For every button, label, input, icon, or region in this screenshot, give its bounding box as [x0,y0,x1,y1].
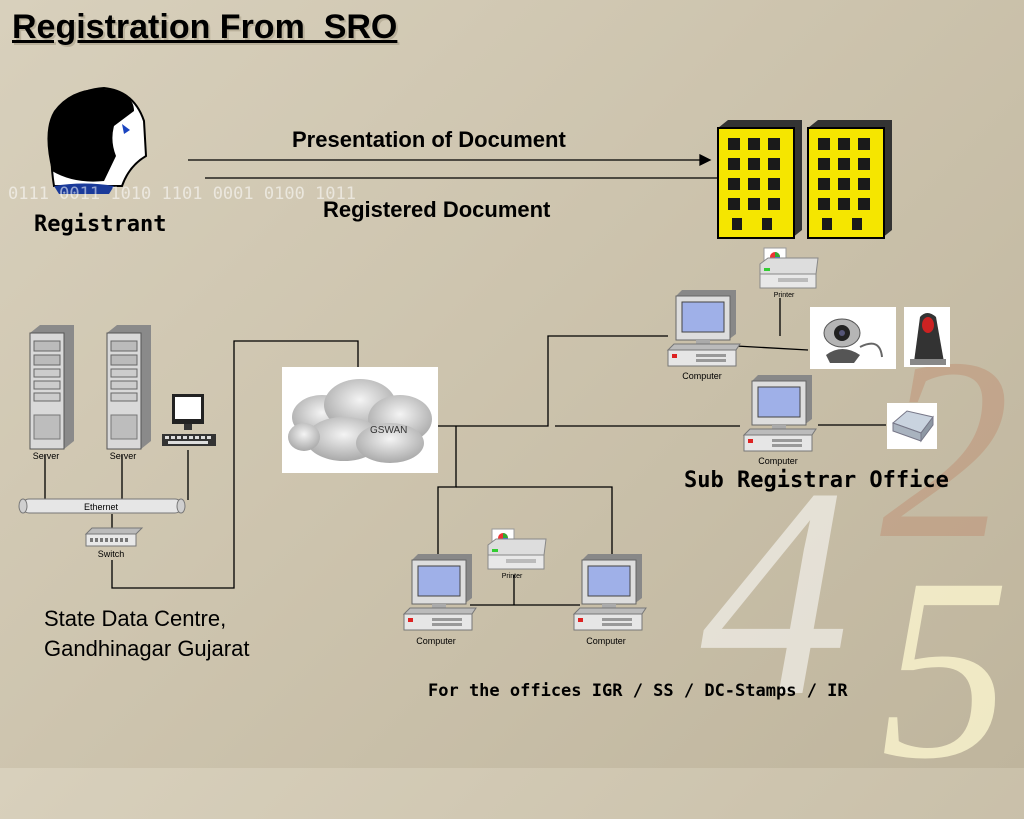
printer-icon [487,528,547,570]
computer-icon [742,375,817,452]
cloud-label: GSWAN [370,425,407,436]
sdc-line-1: State Data Centre, [44,606,227,631]
gswan-cloud-box: GSWAN [282,367,438,473]
computer-label-branch-2: Computer [586,636,626,646]
registered-label: Registered Document [323,197,551,222]
fingerprint-scanner-icon [910,313,946,365]
ethernet-bar [18,498,186,514]
ethernet-label: Ethernet [83,502,119,512]
computer-label-branch-1: Computer [416,636,456,646]
switch-cloud-line [111,340,359,589]
registrant-label: Registrant [34,212,167,237]
arrow-presentation-head [699,153,712,167]
webcam-icon [823,318,883,363]
scanner-icon [892,410,934,443]
building-icon [717,120,892,239]
offices-footnote: For the offices IGR / SS / DC-Stamps / I… [428,681,848,701]
fingerprint-box [904,307,950,367]
server-label-2: Server [109,451,137,461]
scanner-box [887,403,937,449]
printer-label-branch: Printer [501,573,523,580]
connection-lines [44,153,886,606]
printer-icon [759,247,819,289]
server-icon [29,325,74,450]
server-label-1: Server [32,451,60,461]
cloud-icon: GSWAN [288,379,432,463]
sdc-line-2: Gandhinagar Gujarat [44,636,250,661]
sro-label: Sub Registrar Office [684,468,949,493]
computer-label-sro-1: Computer [682,371,722,381]
webcam-box [810,307,896,369]
computer-icon [402,554,477,631]
switch-label: Switch [97,549,125,559]
printer-label-sro: Printer [773,292,795,299]
workstation-icon [162,394,216,446]
registrant-binary: 0111 0011 1010 1101 0001 0100 1011 [8,184,356,204]
cloud-sro-line-1 [438,335,668,427]
cloud-branch-line [437,426,457,555]
server-icon [106,325,151,450]
watermark-digit-4: 4 [700,426,850,758]
registrant-icon [47,86,148,194]
presentation-label: Presentation of Document [292,127,566,152]
switch-icon [84,527,144,547]
page-title: Registration From SRO [12,8,398,46]
sdc-label: State Data Centre, Gandhinagar Gujarat [44,604,249,664]
computer-icon [666,290,741,367]
computer-label-sro-2: Computer [758,456,798,466]
watermark-digit-5: 5 [880,525,1010,813]
computer-icon [572,554,647,631]
